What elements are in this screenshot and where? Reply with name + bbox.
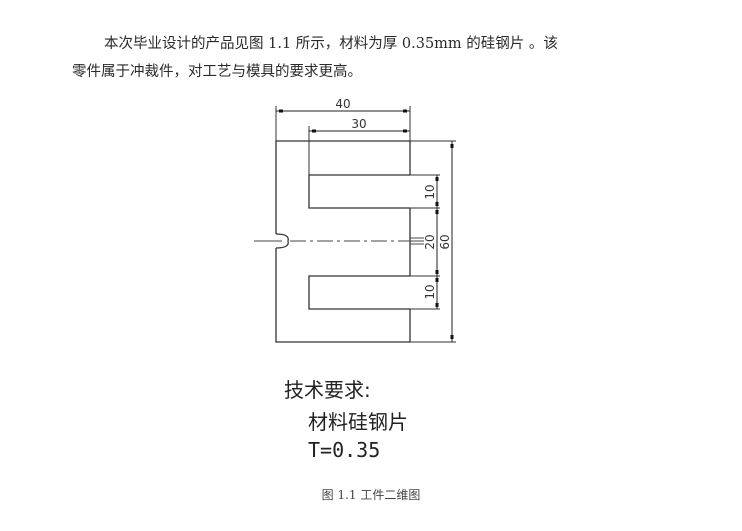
paragraph-line-2: 零件属于冲裁件，对工艺与模具的要求更高。 — [72, 64, 362, 80]
dim-10-lower-label: 10 — [423, 284, 437, 299]
body-paragraph: 本次毕业设计的产品见图 1.1 所示，材料为厚 0.35mm 的硅钢片 。该 零… — [72, 30, 672, 86]
dim-30-label: 30 — [351, 117, 366, 131]
extension-lines — [275, 106, 456, 343]
dimension-lines — [276, 110, 453, 342]
requirements-material: 材料硅钢片 — [308, 410, 408, 434]
dim-10-upper-label: 10 — [423, 184, 437, 199]
requirements-thickness: T=0.35 — [308, 438, 381, 462]
part-outline — [275, 140, 411, 343]
centerline — [254, 237, 424, 245]
paragraph-line-1: 本次毕业设计的产品见图 1.1 所示，材料为厚 0.35mm 的硅钢片 。该 — [104, 36, 558, 52]
dimension-arrows — [279, 109, 454, 339]
dim-60-label: 60 — [438, 234, 452, 249]
dim-40-label: 40 — [335, 97, 350, 111]
dim-20-label: 20 — [423, 234, 437, 249]
figure-caption: 图 1.1 工件二维图 — [321, 488, 421, 502]
requirements-title: 技术要求: — [284, 378, 371, 402]
